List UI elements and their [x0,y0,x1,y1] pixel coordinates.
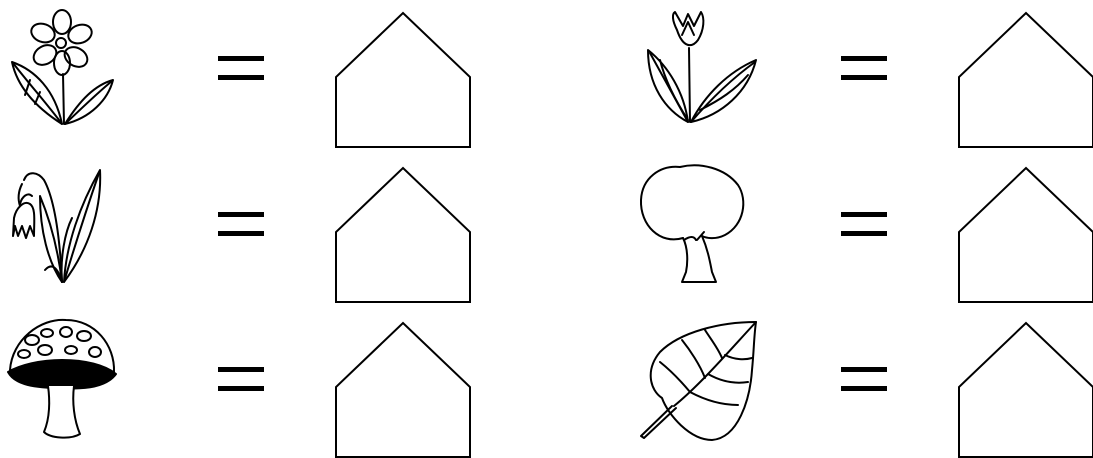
snowdrop-icon [13,170,100,282]
tulip-icon [648,12,756,122]
equals-sign [218,212,264,236]
tree-icon [641,165,743,282]
answer-house-box[interactable] [336,168,470,302]
equals-sign [841,367,887,391]
equals-sign [841,212,887,236]
equals-sign [218,367,264,391]
leaf-icon [641,322,756,440]
equals-sign [218,56,264,80]
answer-house-box[interactable] [336,13,470,147]
answer-house-box[interactable] [959,323,1093,457]
daisy-flower-icon [12,10,113,124]
answer-house-box[interactable] [959,13,1093,147]
answer-house-box[interactable] [336,323,470,457]
equals-sign [841,56,887,80]
answer-house-box[interactable] [959,168,1093,302]
mushroom-icon [8,320,116,438]
